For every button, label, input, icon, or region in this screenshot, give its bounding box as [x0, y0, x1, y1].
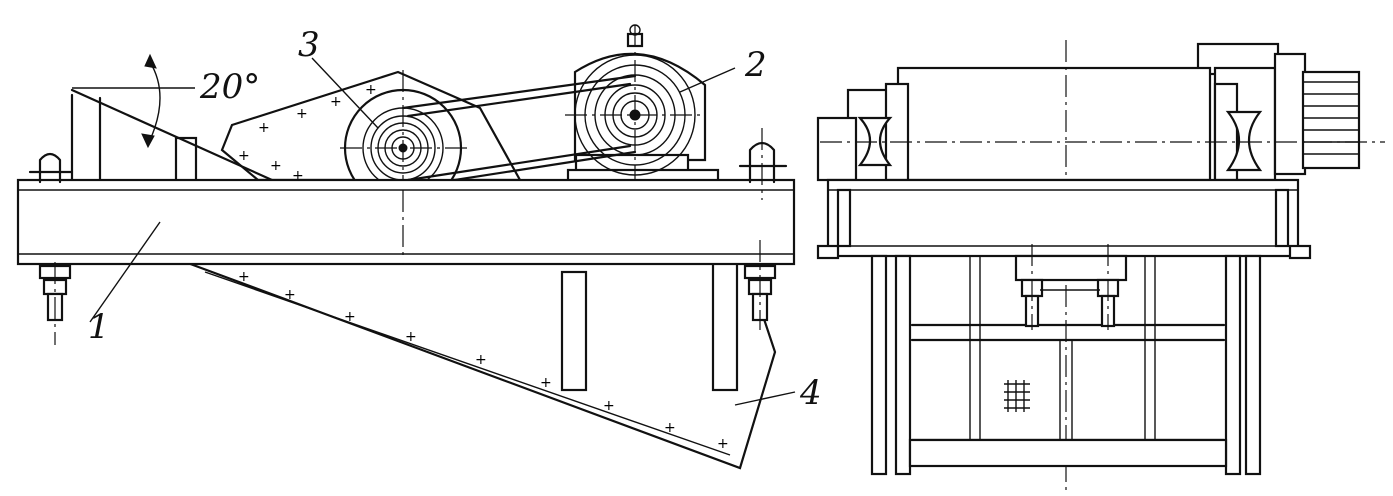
screen-deck: + + + + + + + + + [184, 260, 777, 470]
end-suspension-bolts [1014, 244, 1128, 330]
support-legs [174, 136, 739, 392]
svg-text:+: + [238, 148, 250, 164]
svg-text:+: + [717, 436, 729, 452]
side-view: + + + + + + + + + + + + + [16, 24, 822, 470]
end-housing [846, 42, 1280, 184]
svg-text:+: + [664, 420, 676, 436]
callout-2: 2 [744, 45, 767, 85]
leader-lines [89, 57, 796, 406]
deck-rivets: + + + + + + + + + [238, 269, 729, 452]
svg-text:+: + [292, 168, 304, 184]
svg-text:+: + [344, 309, 356, 325]
housing-rivets: + + + + + + + [238, 82, 377, 184]
mesh-symbol [1004, 380, 1030, 412]
angle-label: 20° [199, 67, 260, 107]
end-lower-frame [870, 254, 1262, 476]
svg-text:+: + [238, 269, 250, 285]
svg-text:+: + [270, 158, 282, 174]
svg-text:+: + [603, 398, 615, 414]
svg-text:+: + [284, 287, 296, 303]
callout-1: 1 [88, 307, 110, 347]
svg-text:+: + [475, 352, 487, 368]
end-pulleys [816, 40, 1385, 490]
end-beam [816, 178, 1312, 260]
callout-3: 3 [298, 25, 320, 65]
main-beam [16, 178, 796, 266]
lifting-shackles [28, 128, 788, 200]
svg-text:+: + [540, 375, 552, 391]
suspension-bolts [38, 240, 777, 345]
svg-text:+: + [296, 106, 308, 122]
drive-motor [565, 24, 720, 190]
end-view [816, 40, 1385, 490]
callout-4: 4 [799, 373, 822, 413]
svg-text:+: + [405, 329, 417, 345]
svg-text:+: + [258, 120, 270, 136]
svg-text:+: + [365, 82, 377, 98]
svg-text:+: + [330, 94, 342, 110]
